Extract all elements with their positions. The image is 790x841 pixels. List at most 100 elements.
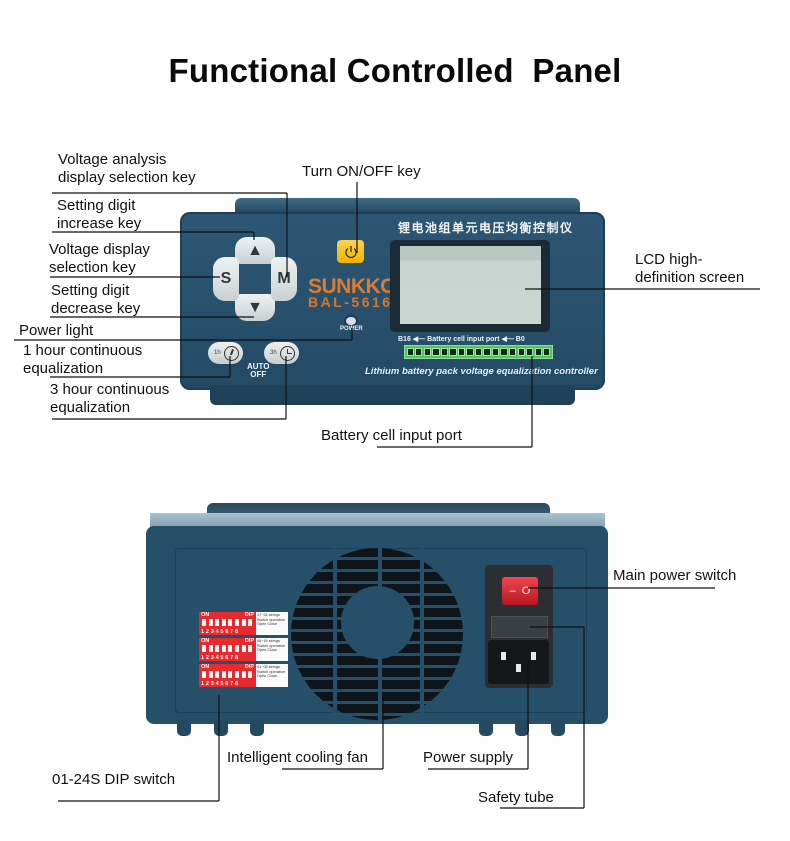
fan-bar xyxy=(420,548,424,720)
power-led xyxy=(346,317,356,325)
dip-toggle[interactable] xyxy=(221,671,226,678)
dip-dip-label: DIP xyxy=(244,638,254,644)
label-line: increase key xyxy=(57,215,142,232)
dip-toggle[interactable] xyxy=(228,645,233,652)
increase-key[interactable]: ▲ xyxy=(235,237,275,264)
dip-on-label: ON xyxy=(201,664,210,670)
lcd-screen xyxy=(400,246,541,324)
dip-info-sub: Switch operation xyxy=(257,617,286,622)
port-pin xyxy=(534,348,542,356)
dip-numbers: 12345678 xyxy=(201,681,240,687)
dip-toggle[interactable] xyxy=(202,645,206,652)
port-pin xyxy=(415,348,423,356)
dip-toggle[interactable] xyxy=(215,645,220,652)
label-on-off-key: Turn ON/OFF key xyxy=(302,163,421,180)
dip-toggle[interactable] xyxy=(221,619,226,626)
switch-off-symbol: O xyxy=(521,585,531,597)
decrease-key[interactable]: ▼ xyxy=(235,294,275,321)
main-power-switch[interactable]: – O xyxy=(502,577,538,605)
label-line: 1 hour continuous xyxy=(23,342,143,359)
dip-toggle[interactable] xyxy=(221,645,226,652)
label-power-supply: Power supply xyxy=(423,749,514,766)
dip-toggle[interactable] xyxy=(208,645,213,652)
port-pin xyxy=(432,348,440,356)
socket-pin xyxy=(516,664,521,672)
three-hour-label: 3h xyxy=(270,350,277,356)
label-line: display selection key xyxy=(58,169,196,186)
dip-toggle[interactable] xyxy=(248,645,253,652)
s-key-label: S xyxy=(220,270,232,287)
port-pin xyxy=(423,348,431,356)
dip-toggle[interactable] xyxy=(228,619,233,626)
fan-bar xyxy=(333,548,337,720)
device-foot xyxy=(177,720,191,736)
port-pin xyxy=(526,348,534,356)
device-foot xyxy=(250,720,264,736)
dip-info-sub: Switch operation xyxy=(257,669,286,674)
page-title: Functional Controlled Panel xyxy=(168,52,622,89)
port-label-b0: B0 xyxy=(515,336,525,343)
front-device-top xyxy=(235,198,580,216)
label-line: selection key xyxy=(49,259,136,276)
dip-toggle[interactable] xyxy=(241,671,246,678)
rear-device-lid xyxy=(150,513,605,530)
chinese-device-title: 锂电池组单元电压均衡控制仪 xyxy=(398,221,574,235)
port-pin xyxy=(491,348,500,356)
front-device-base xyxy=(210,385,575,405)
battery-cell-input-port[interactable] xyxy=(404,345,553,359)
dip-info-close: Close xyxy=(267,622,278,626)
port-pin xyxy=(474,348,483,356)
dip-toggle[interactable] xyxy=(208,671,213,678)
label-digit-increase: Setting digit increase key xyxy=(57,197,141,233)
s-key[interactable]: S xyxy=(213,257,239,301)
label-line: Voltage display xyxy=(49,241,150,258)
dip-info-title: 17~24 strings xyxy=(257,613,280,617)
power-socket[interactable] xyxy=(488,640,549,684)
dip-toggle[interactable] xyxy=(202,619,206,626)
dip-on-label: ON xyxy=(201,638,210,644)
dip-toggle[interactable] xyxy=(208,619,213,626)
auto-off-line2: OFF xyxy=(250,370,267,379)
port-pin xyxy=(440,348,449,356)
socket-pin xyxy=(531,652,536,660)
port-caption: B16 ◀— Battery cell input port ◀— B0 xyxy=(398,335,525,343)
dip-toggle[interactable] xyxy=(248,619,253,626)
device-foot xyxy=(551,720,565,736)
three-hour-button[interactable]: 3h xyxy=(264,342,299,364)
port-pin xyxy=(543,348,551,356)
label-voltage-analysis: Voltage analysis display selection key xyxy=(58,151,196,187)
dip-toggle[interactable] xyxy=(248,671,253,678)
label-voltage-display: Voltage display selection key xyxy=(49,241,150,277)
device-subtitle: Lithium battery pack voltage equalizatio… xyxy=(365,366,598,377)
dip-toggle[interactable] xyxy=(215,619,220,626)
dip-toggle[interactable] xyxy=(215,671,220,678)
dip-toggle[interactable] xyxy=(241,645,246,652)
one-hour-button[interactable]: 1h xyxy=(208,342,243,364)
one-hour-label: 1h xyxy=(214,350,221,356)
port-pin xyxy=(406,348,414,356)
label-line: equalization xyxy=(23,360,104,377)
device-foot xyxy=(214,720,228,736)
label-line: definition screen xyxy=(635,269,745,286)
auto-off-label: AUTO OFF xyxy=(247,363,270,379)
port-pin xyxy=(508,348,517,356)
dip-info-open: Open xyxy=(257,622,267,626)
dip-toggle[interactable] xyxy=(202,671,206,678)
label-line: 3 hour continuous xyxy=(50,381,170,398)
dip-toggle[interactable] xyxy=(235,619,239,626)
dip-info-sub: Switch operation xyxy=(257,643,286,648)
dip-toggle[interactable] xyxy=(235,671,239,678)
port-pin xyxy=(466,348,474,356)
dip-toggle[interactable] xyxy=(235,645,239,652)
dip-on-label: ON xyxy=(201,612,210,618)
device-foot xyxy=(479,720,493,736)
dip-toggle[interactable] xyxy=(241,619,246,626)
arrow-left-icon: ◀— xyxy=(412,336,426,343)
port-pin xyxy=(449,348,457,356)
clock-icon xyxy=(279,345,295,361)
dip-toggle[interactable] xyxy=(228,671,233,678)
